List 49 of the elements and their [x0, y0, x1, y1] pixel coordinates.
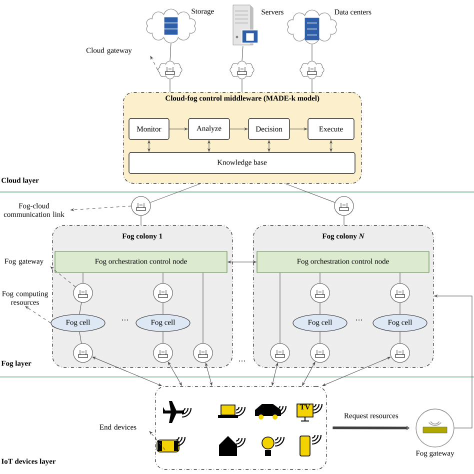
router-icon: [131, 196, 151, 216]
router-icon: [73, 343, 93, 363]
router-icon: [270, 343, 290, 363]
connector-arrow: [230, 128, 248, 130]
connector-arrow: [228, 260, 256, 264]
connector-line: [170, 43, 172, 61]
leader-arrow: [150, 56, 158, 70]
router-icon: [390, 343, 410, 363]
connector-arrow: [268, 140, 270, 152]
connector-arrow: [208, 140, 210, 152]
server-drawing: [232, 4, 258, 46]
connector-arrow: [330, 140, 332, 152]
router-icon: [310, 283, 330, 303]
gateway-cloud-icon: [230, 60, 254, 80]
connector-arrow: [205, 362, 212, 386]
router-icon: [73, 283, 93, 303]
router-icon: [310, 343, 330, 363]
connector-line: [82, 272, 84, 284]
connector-arrow: [92, 356, 162, 386]
connector-arrow: [434, 294, 472, 428]
router-icon: [334, 196, 354, 216]
connector-arrow: [302, 362, 316, 386]
connector-line: [79, 302, 82, 314]
gateway-cloud-icon: [300, 60, 324, 80]
connector-line: [202, 272, 204, 344]
router-icon: [416, 408, 454, 448]
router-icon: [153, 283, 173, 303]
connector-arrow: [322, 356, 391, 386]
connector-line: [162, 332, 164, 344]
connector-line: [285, 183, 336, 203]
connector-arrow: [169, 128, 188, 130]
connector-arrow: [272, 362, 278, 386]
router-icon: [153, 343, 173, 363]
leader-arrow: [25, 306, 51, 324]
connector-line: [140, 216, 142, 226]
leader-arrow: [149, 431, 166, 450]
connector-arrow: [168, 362, 182, 386]
gateway-cloud-icon: [158, 60, 182, 80]
connector-line: [162, 302, 164, 314]
connector-line: [79, 332, 82, 344]
connector-line: [162, 272, 164, 284]
connector-line: [150, 183, 201, 203]
leader-arrow: [50, 266, 76, 288]
router-icon: [390, 283, 410, 303]
connector-arrow: [290, 128, 308, 130]
router-icon: [193, 343, 213, 363]
connector-arrow: [148, 140, 150, 152]
connector-line: [242, 46, 244, 61]
leader-arrow: [70, 206, 132, 211]
